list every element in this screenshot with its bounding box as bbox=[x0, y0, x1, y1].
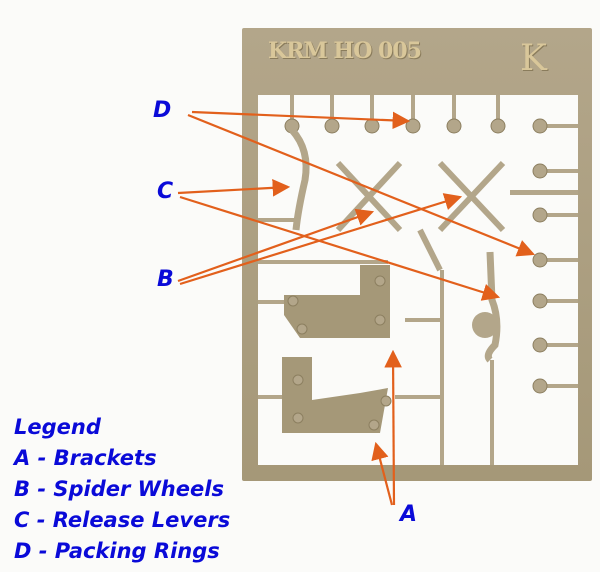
fret-part-number: KRM HO 005 bbox=[268, 38, 422, 64]
callout-d: D bbox=[153, 98, 172, 123]
callout-b: B bbox=[157, 267, 174, 292]
callout-c: C bbox=[157, 179, 174, 204]
legend: Legend A - Brackets B - Spider Wheels C … bbox=[14, 412, 230, 567]
legend-title: Legend bbox=[14, 415, 101, 439]
legend-item-b: B - Spider Wheels bbox=[14, 477, 224, 501]
legend-item-a: A - Brackets bbox=[14, 446, 157, 470]
fret-logo: K bbox=[520, 38, 547, 79]
legend-item-d: D - Packing Rings bbox=[14, 539, 220, 563]
callout-a: A bbox=[400, 502, 418, 527]
legend-item-c: C - Release Levers bbox=[14, 508, 231, 532]
